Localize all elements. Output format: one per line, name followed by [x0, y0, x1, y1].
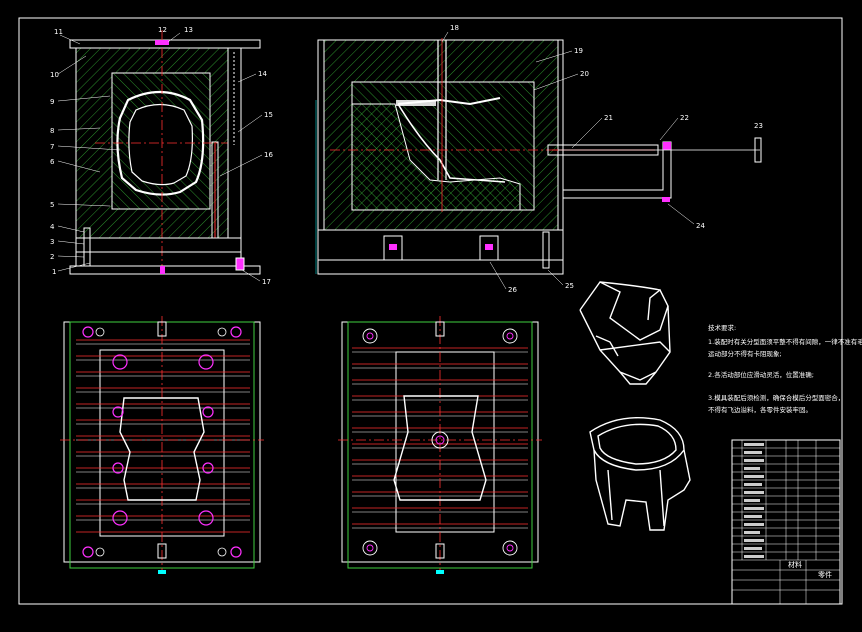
- callout-16: 16: [264, 151, 273, 159]
- plan-view-fixed-half: [338, 316, 542, 574]
- title-block: 材料 零件: [731, 439, 841, 605]
- callout-6: 6: [50, 158, 55, 166]
- callout-12: 12: [158, 26, 167, 34]
- title-material: 材料: [788, 560, 802, 569]
- title-part: 零件: [818, 570, 832, 579]
- callout-4: 4: [50, 223, 55, 231]
- notes-line-2: 运动部分不得有卡阻现象;: [708, 349, 782, 358]
- part-isometric-bottom: [589, 417, 691, 531]
- callout-17: 17: [262, 278, 271, 286]
- notes-line-4: 3.模具装配后须检测，确保合模后分型面密合，: [708, 393, 844, 402]
- callout-2: 2: [50, 253, 54, 261]
- front-view-callouts: 11 10 9 8 7 6 5 4 3 2 1 12 13 14 15 16 1…: [50, 26, 273, 286]
- callout-25: 25: [565, 282, 574, 290]
- notes-heading: 技术要求:: [708, 323, 736, 332]
- callout-23: 23: [754, 122, 763, 130]
- callout-5: 5: [50, 201, 54, 209]
- callout-8: 8: [50, 127, 54, 135]
- callout-21: 21: [604, 114, 613, 122]
- callout-18: 18: [450, 24, 459, 32]
- callout-11: 11: [54, 28, 63, 36]
- front-section-view: [69, 30, 261, 275]
- part-isometric-top: [579, 281, 671, 385]
- technical-notes: 技术要求: 1.装配时有关分型面须平整不得有间隙，一律不准有毛刺， 运动部分不得…: [708, 323, 862, 414]
- notes-line-1: 1.装配时有关分型面须平整不得有间隙，一律不准有毛刺，: [708, 337, 862, 346]
- side-view-callouts: 18 19 20 21 22 23 24 25 26: [441, 24, 763, 294]
- callout-22: 22: [680, 114, 689, 122]
- callout-15: 15: [264, 111, 273, 119]
- callout-7: 7: [50, 143, 54, 151]
- notes-line-3: 2.各活动部位应滑动灵活，位置准确;: [708, 370, 814, 379]
- callout-3: 3: [50, 238, 54, 246]
- callout-1: 1: [52, 268, 56, 276]
- callout-19: 19: [574, 47, 583, 55]
- notes-line-5: 不得有飞边溢料，各零件安装牢固。: [708, 405, 812, 414]
- outer-frame: [18, 17, 843, 605]
- side-section-view: [315, 38, 762, 275]
- plan-view-moving-half: [60, 316, 264, 574]
- callout-26: 26: [508, 286, 517, 294]
- callout-14: 14: [258, 70, 267, 78]
- callout-9: 9: [50, 98, 54, 106]
- callout-13: 13: [184, 26, 193, 34]
- callout-10: 10: [50, 71, 59, 79]
- callout-20: 20: [580, 70, 589, 78]
- callout-24: 24: [696, 222, 705, 230]
